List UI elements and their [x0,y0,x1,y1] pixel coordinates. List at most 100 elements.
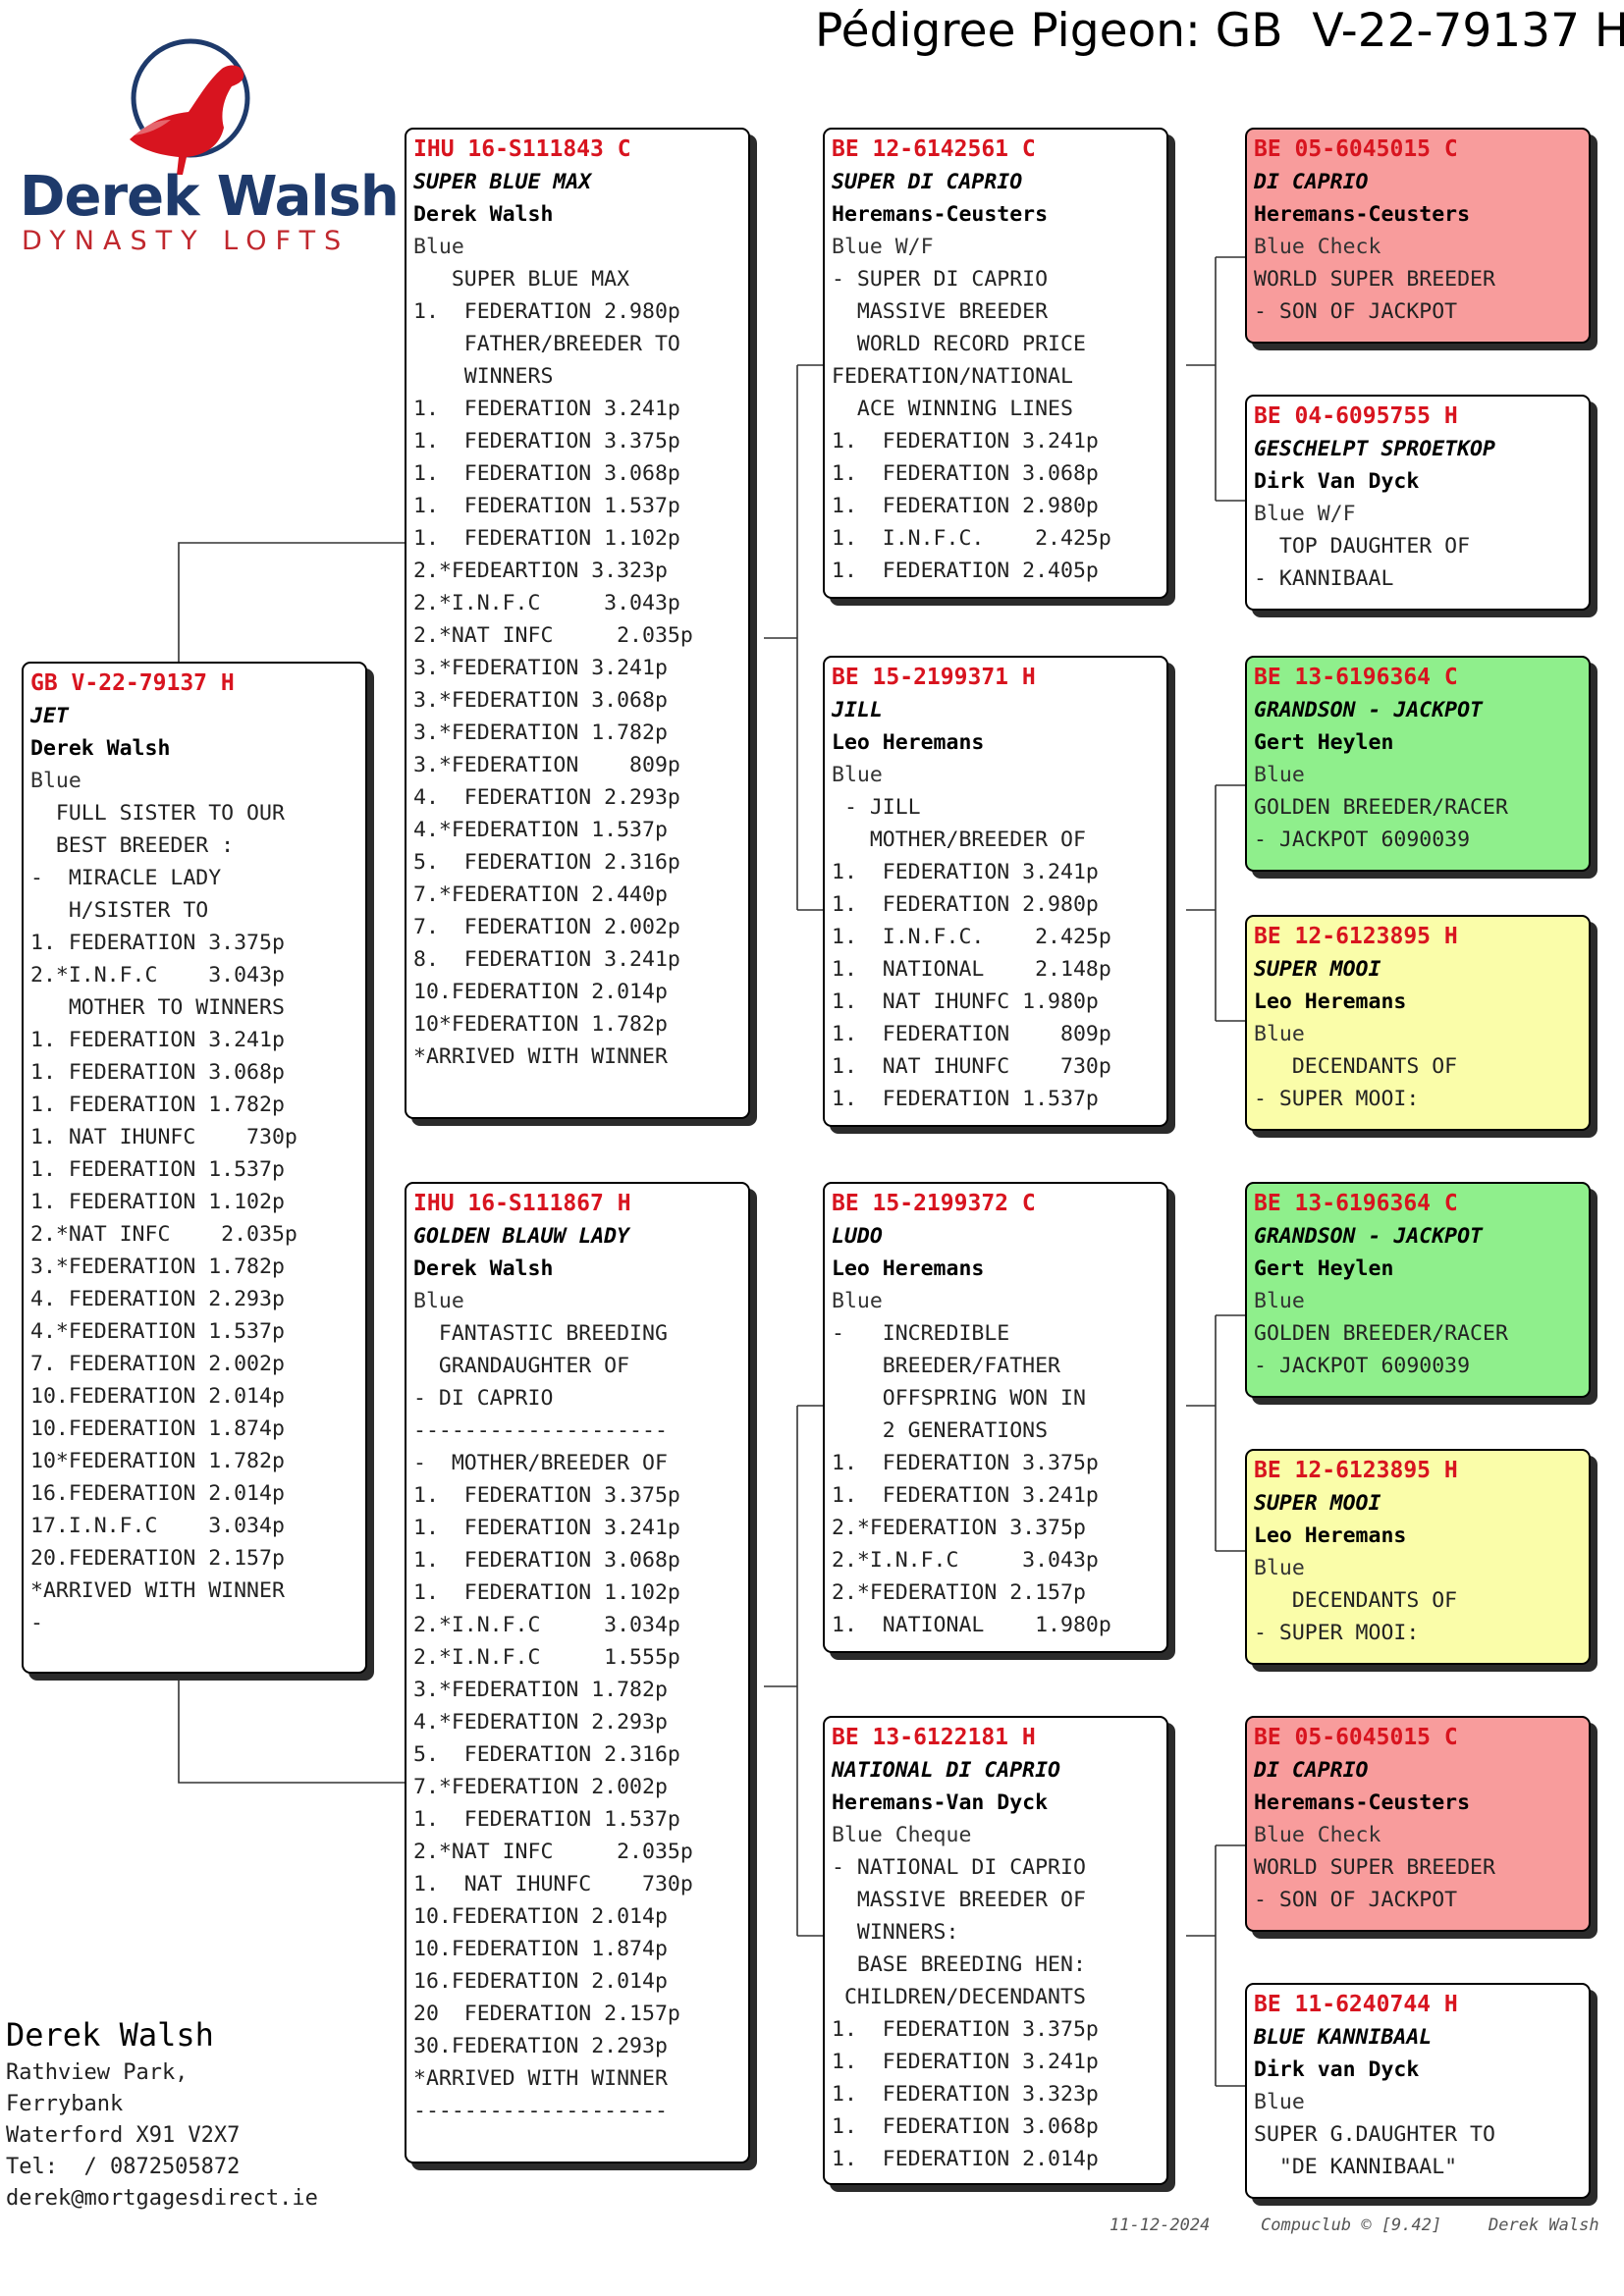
note-line: 2.*I.N.F.C 1.555p [413,1645,680,1670]
note-line: - NATIONAL DI CAPRIO [832,1855,1086,1880]
pigeon-name: GESCHELPT SPROETKOP [1254,437,1495,461]
ring-number: IHU 16-S111843 C [413,136,631,162]
note-line: 2.*NAT INFC 2.035p [30,1222,298,1247]
note-line: 1. FEDERATION 2.014p [832,2147,1099,2171]
note-line: DECENDANTS OF [1254,1054,1458,1079]
note-line: 1. FEDERATION 3.375p [832,1451,1099,1475]
ring-number: GB V-22-79137 H [30,670,235,696]
pigeon-card-subject: GB V-22-79137 H JET Derek Walsh Blue FUL… [22,662,367,1674]
owner-address-1: Rathview Park, [6,2060,189,2085]
note-line: 10.FEDERATION 1.874p [30,1416,285,1441]
note-line: 8. FEDERATION 3.241p [413,947,680,972]
note-line: 1. NAT IHUNFC 730p [832,1054,1111,1079]
pigeon-card-sire-dam: BE 15-2199371 H JILL Leo Heremans Blue -… [823,656,1168,1127]
pigeon-card-ggp-4: BE 12-6123895 H SUPER MOOI Leo Heremans … [1245,915,1591,1131]
note-line: 16.FEDERATION 2.014p [413,1969,668,1994]
pigeon-color: Blue [413,235,464,259]
note-line: *ARRIVED WITH WINNER [30,1578,285,1603]
note-line: 1. FEDERATION 3.241p [30,1028,285,1052]
pigeon-name: LUDO [832,1224,883,1249]
logo-subtext: DYNASTY LOFTS [22,226,351,256]
note-line: - JILL [832,795,921,820]
note-line: MOTHER TO WINNERS [30,995,285,1020]
pigeon-notes: DECENDANTS OF- SUPER MOOI: [1254,1584,1589,1649]
note-line: 20 FEDERATION 2.157p [413,2002,680,2026]
pigeon-notes: WORLD SUPER BREEDER- SON OF JACKPOT [1254,263,1589,328]
note-line: 1. FEDERATION 1.537p [413,1807,680,1832]
note-line: "DE KANNIBAAL" [1254,2155,1458,2179]
pigeon-notes: SUPER G.DAUGHTER TO "DE KANNIBAAL" [1254,2118,1589,2183]
note-line: H/SISTER TO [30,898,209,923]
pigeon-notes: - INCREDIBLE BREEDER/FATHER OFFSPRING WO… [832,1317,1166,1641]
breeder-name: Gert Heylen [1254,730,1394,755]
note-line: 1. FEDERATION 1.782p [30,1093,285,1117]
note-line: 1. FEDERATION 3.241p [832,860,1099,884]
pigeon-name: SUPER MOOI [1254,1491,1381,1516]
breeder-name: Dirk Van Dyck [1254,469,1420,494]
note-line: MASSIVE BREEDER OF [832,1888,1086,1912]
note-line: 4. FEDERATION 2.293p [30,1287,285,1311]
note-line: MASSIVE BREEDER [832,299,1049,324]
owner-email: derek@mortgagesdirect.ie [6,2186,318,2211]
page-title: Pédigree Pigeon: GB V-22-79137 H [815,4,1624,58]
pigeon-notes: GOLDEN BREEDER/RACER- JACKPOT 6090039 [1254,791,1589,856]
note-line: 1. FEDERATION 1.537p [832,1087,1099,1111]
pigeon-color: Blue W/F [1254,502,1356,526]
owner-name: Derek Walsh [6,2016,214,2054]
note-line: 5. FEDERATION 2.316p [413,1742,680,1767]
footer-date: 11-12-2024 [1110,2216,1211,2235]
note-line: FEDERATION/NATIONAL [832,364,1073,389]
note-line: 2.*I.N.F.C 3.043p [832,1548,1099,1573]
note-line: 4. FEDERATION 2.293p [413,785,680,810]
note-line: - SON OF JACKPOT [1254,1888,1458,1912]
breeder-name: Derek Walsh [413,202,554,227]
ring-number: BE 04-6095755 H [1254,403,1458,429]
pigeon-color: Blue Check [1254,235,1381,259]
pigeon-card-dam: IHU 16-S111867 H GOLDEN BLAUW LADY Derek… [405,1182,750,2163]
breeder-name: Derek Walsh [30,736,171,761]
note-line: 1. FEDERATION 2.980p [413,299,680,324]
note-line: 2.*FEDERATION 3.375p [832,1516,1086,1540]
note-line: - MOTHER/BREEDER OF [413,1451,668,1475]
pigeon-logo-icon [130,38,250,175]
footer-author: Derek Walsh [1489,2216,1599,2235]
owner-address-3: Waterford X91 V2X7 [6,2123,241,2148]
note-line: - INCREDIBLE [832,1321,1010,1346]
note-line: WINNERS: [832,1920,959,1945]
note-line: SUPER BLUE MAX [413,267,630,292]
note-line: BREEDER/FATHER [832,1354,1060,1378]
pigeon-card-ggp-8: BE 11-6240744 H BLUE KANNIBAAL Dirk van … [1245,1983,1591,2199]
ring-number: BE 12-6142561 C [832,136,1036,162]
pigeon-name: NATIONAL DI CAPRIO [832,1758,1060,1783]
note-line: *ARRIVED WITH WINNER [413,1044,668,1069]
note-line: 3.*FEDERATION 1.782p [413,1678,668,1702]
breeder-name: Heremans-Ceusters [1254,1790,1471,1815]
footer-software: Compuclub © [9.42] [1261,2216,1442,2235]
note-line: GOLDEN BREEDER/RACER [1254,1321,1508,1346]
note-line: 1. FEDERATION 3.241p [413,1516,680,1540]
ring-number: BE 12-6123895 H [1254,1458,1458,1483]
note-line: 7.*FEDERATION 2.002p [413,1775,668,1799]
note-line: 2 GENERATIONS [832,1418,1049,1443]
pigeon-color: Blue [1254,763,1305,787]
note-line: 1. I.N.F.C. 2.425p [832,526,1111,551]
note-line: GRANDAUGHTER OF [413,1354,630,1378]
note-line: BASE BREEDING HEN: [832,1952,1086,1977]
note-line: DECENDANTS OF [1254,1588,1458,1613]
note-line: 2.*I.N.F.C 3.043p [413,591,680,615]
note-line: 7.*FEDERATION 2.440p [413,882,668,907]
note-line: 10*FEDERATION 1.782p [30,1449,285,1473]
pigeon-color: Blue W/F [832,235,934,259]
pigeon-color: Blue Cheque [832,1823,972,1847]
note-line: 1. FEDERATION 3.375p [30,931,285,955]
pigeon-name: GRANDSON - JACKPOT [1254,1224,1483,1249]
note-line: 10.FEDERATION 2.014p [413,980,668,1004]
ring-number: BE 15-2199371 H [832,665,1036,690]
pigeon-name: DI CAPRIO [1254,170,1369,194]
note-line: 1. NATIONAL 1.980p [832,1613,1111,1637]
note-line: 5. FEDERATION 2.316p [413,850,680,875]
ring-number: IHU 16-S111867 H [413,1191,631,1216]
ring-number: BE 13-6196364 C [1254,1191,1458,1216]
